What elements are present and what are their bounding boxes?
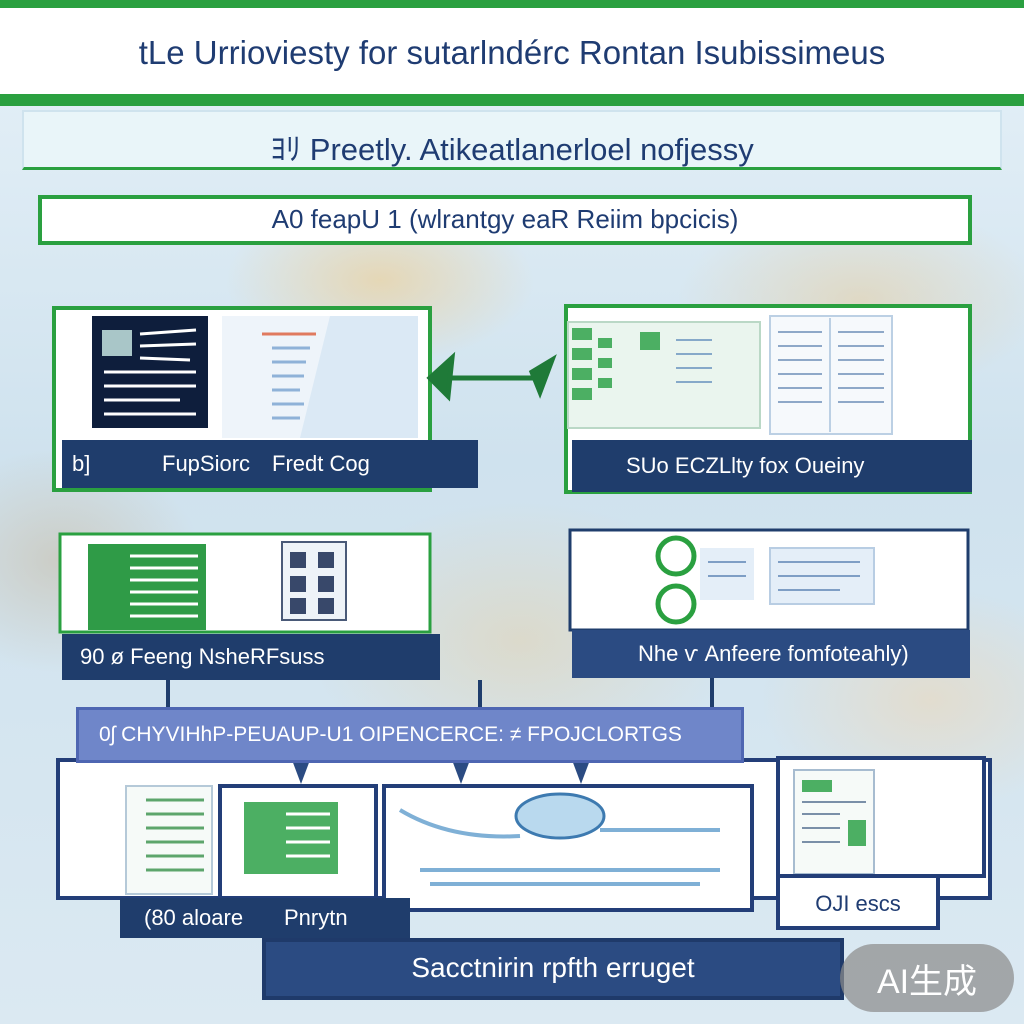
workflow-header-text: 0ʃ CHYVIHhP-PEUAUP-U1 OIPENCERCE: ≠ FPOJ… — [99, 723, 682, 746]
arrow-top-connector-icon — [426, 351, 557, 402]
analytics-dome-icon — [514, 792, 606, 840]
panel-bottom-right-label: OJI escs — [778, 886, 938, 922]
spreadsheet-thumbnail-icon — [567, 321, 761, 429]
panel-label: OJI escs — [815, 891, 901, 916]
panel-top-right-label: SUo ECZLlty fox Oueiny — [572, 440, 972, 492]
footer-bar — [262, 938, 844, 1000]
down-arrows-icon — [292, 760, 590, 784]
panel-label: 90 ø Feeng NsheRFsuss — [80, 644, 325, 669]
cycle-icon — [655, 535, 697, 577]
panel-label-secondary: Pnrytn — [284, 905, 348, 930]
page-title: tLe Urrioviesty for sutarlndérc Rontan I… — [138, 34, 886, 71]
ai-generated-watermark: AI生成 — [840, 944, 1014, 1012]
panel-label-secondary: Fredt Cog — [272, 451, 370, 476]
workflow-header-bar: 0ʃ CHYVIHhP-PEUAUP-U1 OIPENCERCE: ≠ FPOJ… — [76, 707, 744, 763]
page-subtitle: ﾖﾘ Preetly. Atikeatlanerloel nofjessy — [270, 132, 754, 167]
section-banner-text: A0 feapU 1 (wlrantgy eaR Reiim bpcicis) — [271, 204, 739, 234]
panel-top-left-label: b] FupSiorc Fredt Cog — [62, 440, 478, 488]
subtitle-box — [22, 110, 1002, 170]
panel-bottom-left-label: (80 aloare Pnrytn — [120, 898, 410, 938]
section-banner — [38, 195, 972, 245]
panel-label-primary: FupSiorc — [162, 451, 251, 476]
cycle-icon-2 — [655, 583, 697, 625]
title-bar — [0, 0, 1024, 106]
panel-label: SUo ECZLlty fox Oueiny — [626, 453, 865, 478]
panel-label: Nhe ѵ Anfeere fomfoteahly) — [638, 641, 909, 666]
footer-text: Sacctnirin rpfth erruget — [411, 952, 695, 983]
connector-lines — [166, 678, 714, 708]
document-list-icon — [125, 785, 213, 895]
panel-label-primary: (80 aloare — [144, 905, 244, 930]
watermark-text: AI生成 — [876, 962, 978, 1001]
panel-number: b] — [72, 451, 91, 476]
panel-mid-right-label: Nhe ѵ Anfeere fomfoteahly) — [572, 630, 970, 678]
panel-mid-left-label: 90 ø Feeng NsheRFsuss — [62, 634, 440, 680]
